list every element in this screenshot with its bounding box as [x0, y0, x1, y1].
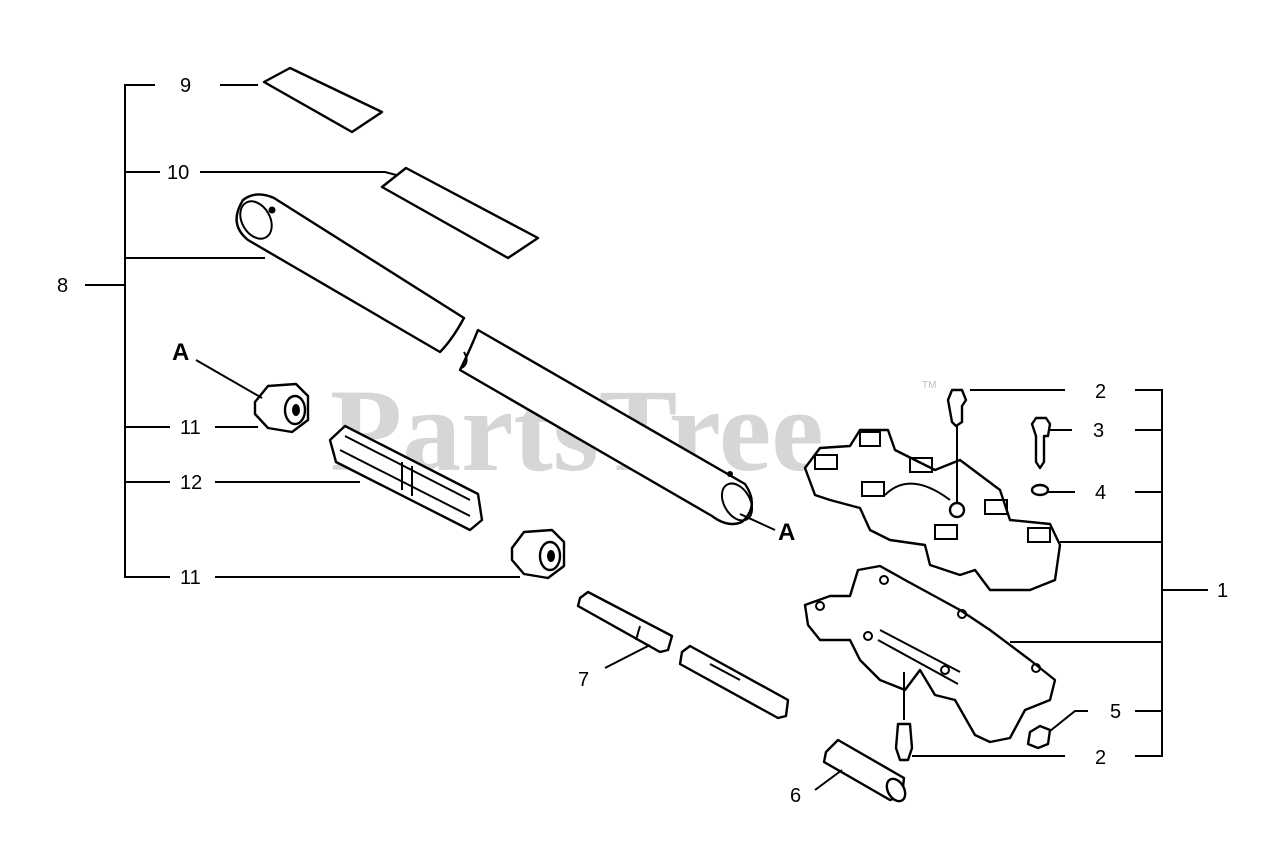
leader-7	[604, 644, 651, 669]
reference-a-right: A	[739, 513, 795, 546]
part-1-clamp-upper	[803, 428, 1062, 592]
callout-10: 10	[167, 162, 189, 184]
part-2-bolt-bottom	[894, 672, 914, 762]
part-12-spline-coupler	[328, 424, 484, 532]
reference-a-left: A	[172, 339, 263, 399]
callout-9: 9	[180, 75, 191, 97]
callout-6: 6	[790, 785, 801, 807]
part-11-bushing-bottom	[510, 528, 566, 580]
part-9-label-plate	[262, 66, 384, 134]
callout-12: 12	[180, 472, 202, 494]
callout-1: 1	[1217, 580, 1228, 602]
callout-labels: 9 10 8 11 12 11 7 6 2 3 4 1 5 2	[57, 75, 1228, 807]
callout-7: 7	[578, 669, 589, 691]
callout-3: 3	[1093, 420, 1104, 442]
callout-5: 5	[1110, 701, 1121, 723]
callout-2-bottom: 2	[1095, 747, 1106, 769]
callout-2-top: 2	[1095, 381, 1106, 403]
ref-a-left-label: A	[172, 339, 189, 366]
part-8-pipe	[235, 193, 754, 526]
leader-6	[814, 769, 843, 791]
part-3-screw	[1030, 416, 1052, 470]
part-6-sleeve	[822, 738, 907, 803]
part-1-clamp-lower	[803, 564, 1057, 744]
callout-4: 4	[1095, 482, 1106, 504]
callout-11-bottom: 11	[180, 567, 201, 589]
part-2-bolt-top	[946, 388, 968, 519]
callout-11-top: 11	[180, 417, 201, 439]
bracket-group-8	[85, 84, 520, 578]
part-7-drive-shaft	[576, 590, 790, 720]
part-11-bushing-top	[253, 382, 310, 434]
part-5-square-nut	[1026, 724, 1052, 750]
bracket-group-1	[912, 389, 1208, 757]
part-4-nut	[1030, 483, 1050, 497]
part-10-label-plate	[380, 166, 540, 260]
callout-8: 8	[57, 275, 68, 297]
ref-a-right-label: A	[778, 519, 795, 546]
watermark-trademark: TM	[922, 380, 936, 391]
